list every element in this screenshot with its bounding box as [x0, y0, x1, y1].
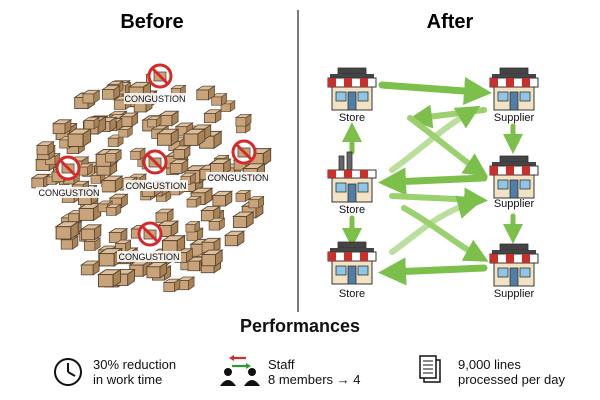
supplier-icon	[489, 243, 539, 287]
box-icon	[183, 128, 206, 146]
performances-title: Performances	[239, 316, 361, 336]
box-icon	[169, 159, 189, 174]
box-icon	[98, 269, 121, 288]
box-icon	[248, 196, 264, 209]
congestion-label: CONGUSTION	[125, 181, 186, 191]
supplier-label: Supplier	[494, 112, 535, 124]
congestion-label: CONGUSTION	[124, 94, 185, 104]
box-icon	[235, 113, 252, 127]
box-icon	[157, 128, 179, 146]
box-icon	[52, 119, 72, 135]
congestion-label: CONGUSTION	[38, 188, 99, 198]
perf-line1: Staff	[268, 357, 295, 372]
box-icon	[196, 85, 215, 101]
box-icon	[224, 230, 245, 247]
no-sign-icon	[137, 221, 163, 247]
perf-item-staff: Staff 8 members → 4	[268, 357, 360, 387]
perf-item-lines: 9,000 lines processed per day	[458, 357, 565, 387]
box-icon	[83, 116, 100, 130]
supplier-label: Supplier	[494, 288, 535, 300]
no-sign-icon	[231, 139, 257, 165]
box-icon	[158, 110, 179, 127]
document-icon	[419, 355, 441, 383]
arrow-supplier-to-store	[408, 104, 487, 129]
perf-line2: 8 members → 4	[268, 372, 361, 387]
perf-item-time: 30% reduction in work time	[93, 357, 176, 387]
store-icon	[327, 151, 377, 203]
box-icon	[118, 126, 133, 138]
supplier-icon	[489, 155, 539, 199]
arrow-supplier-to-store	[378, 167, 488, 196]
no-sign-icon	[142, 149, 168, 175]
store-label: Store	[339, 112, 365, 124]
perf-line1: 9,000 lines	[458, 357, 521, 372]
flow-arrows	[342, 77, 523, 286]
box-icon	[82, 89, 100, 104]
store-icon	[327, 67, 377, 111]
box-icon	[212, 190, 233, 207]
box-icon	[67, 128, 92, 147]
box-icon	[208, 217, 225, 231]
before-title: Before	[120, 11, 183, 33]
box-icon	[105, 149, 122, 163]
box-icon	[101, 175, 123, 193]
box-icon	[173, 145, 191, 159]
box-icon	[120, 112, 139, 127]
box-icon	[186, 195, 202, 208]
arrow-supplier-to-store	[378, 257, 488, 286]
box-icon	[106, 203, 122, 216]
arrow-store-to-supplier	[389, 187, 488, 212]
supplier-label: Supplier	[494, 198, 535, 210]
staff-icon	[220, 355, 260, 386]
box-icon	[80, 260, 100, 276]
box-icon	[232, 211, 254, 228]
arrow-store-to-supplier	[378, 77, 492, 105]
box-icon	[102, 85, 121, 100]
box-icon	[185, 221, 200, 233]
perf-line2: processed per day	[458, 372, 565, 387]
arrow-cross	[389, 105, 481, 173]
congestion-label: CONGUSTION	[207, 173, 268, 183]
supplier-icon	[489, 67, 539, 111]
box-icon	[146, 262, 167, 279]
box-icon	[81, 224, 102, 241]
box-icon	[55, 221, 79, 240]
box-icon	[163, 278, 181, 292]
box-icon	[201, 249, 223, 267]
store-label: Store	[339, 204, 365, 216]
store-icon	[327, 241, 377, 285]
box-icon	[155, 208, 174, 223]
box-icon	[235, 189, 251, 202]
store-label: Store	[339, 288, 365, 300]
box-icon	[36, 141, 54, 156]
congestion-label: CONGUSTION	[118, 252, 179, 262]
no-sign-icon	[55, 155, 81, 181]
arrow-cross	[401, 205, 489, 262]
box-icon	[78, 203, 102, 221]
box-icon	[147, 116, 162, 128]
arrow-cross	[407, 115, 488, 177]
box-icon	[204, 109, 222, 124]
box-icon	[130, 147, 146, 160]
perf-line1: 30% reduction	[93, 357, 177, 372]
perf-line2: in work time	[93, 372, 163, 387]
after-title: After	[427, 11, 474, 33]
box-icon	[162, 235, 186, 254]
no-sign-icon	[147, 63, 173, 89]
clock-icon	[54, 358, 82, 386]
